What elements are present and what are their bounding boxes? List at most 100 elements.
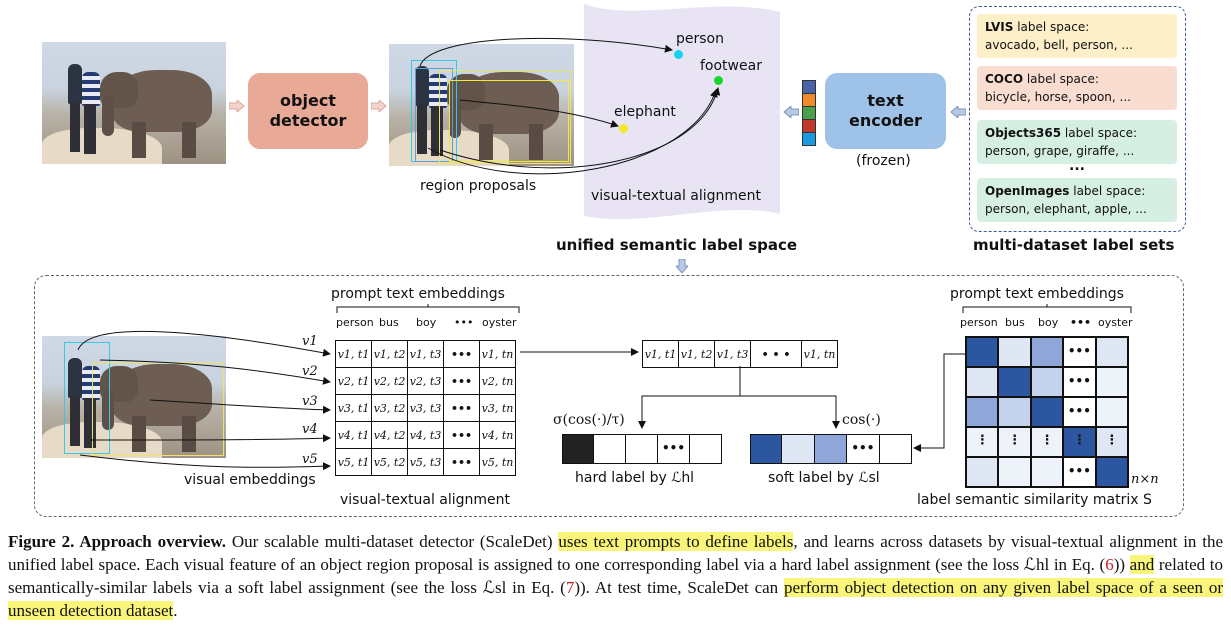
more-datasets-dots: ...	[1069, 158, 1085, 174]
soft-label-vector: •••	[750, 434, 912, 464]
grid-cell: v4, t3	[407, 421, 444, 449]
caption-title: Figure 2. Approach overview.	[8, 532, 227, 551]
column-headers: person bus boy ••• oyster	[336, 316, 520, 332]
equation-link[interactable]: 6	[1105, 555, 1114, 574]
proposal-image	[389, 44, 574, 166]
soft-label-caption: soft label by ℒsl	[768, 470, 880, 486]
mcol: person	[960, 316, 998, 329]
row-arrow	[520, 348, 639, 356]
equation-link[interactable]: 7	[565, 578, 575, 597]
grid-cell: v2, t3	[407, 367, 444, 395]
grid-cell: v2, tn	[479, 367, 516, 395]
matrix-bracket	[962, 304, 1132, 313]
grid-cell: v1, tn	[479, 340, 516, 368]
cos-label: cos(·)	[842, 412, 881, 428]
col-dots: •••	[454, 316, 474, 329]
matrix-caption: label semantic similarity matrix S	[917, 492, 1152, 508]
caption-text: Our scalable multi-dataset detector (Sca…	[226, 532, 559, 551]
vector-v4: v4	[302, 422, 318, 437]
row-cell: v1, t3	[714, 340, 751, 368]
input-image	[42, 42, 226, 164]
matrix-prompt-label: prompt text embeddings	[950, 286, 1124, 302]
grid-cell: v1, t1	[335, 340, 372, 368]
frozen-label: (frozen)	[856, 153, 911, 169]
hard-label-caption: hard label by ℒhl	[575, 470, 695, 486]
hard-label-vector: •••	[562, 434, 722, 464]
mcol: boy	[1038, 316, 1059, 329]
vector-v5: v5	[302, 452, 318, 467]
alignment-space	[584, 4, 780, 228]
row-cell: v1, t2	[678, 340, 715, 368]
object-detector-box: object detector	[248, 73, 368, 149]
figure-caption: Figure 2. Approach overview. Our scalabl…	[8, 530, 1223, 622]
coco-card: COCO label space:bicycle, horse, spoon, …	[977, 66, 1177, 110]
grid-cell: v3, t1	[335, 394, 372, 422]
region-proposals-label: region proposals	[420, 178, 537, 194]
caption-highlight: and	[1129, 555, 1155, 574]
matrix-size: n×n	[1131, 472, 1159, 487]
grid-cell: •••	[443, 421, 480, 449]
alignment-arrows	[419, 37, 721, 175]
text-encoder-box: text encoder	[825, 73, 946, 149]
arrow-icon	[228, 97, 245, 114]
caption-text: related to semantically-similar labels v…	[8, 555, 1224, 597]
branch-arrows	[638, 366, 840, 429]
row-cell: v1, tn	[801, 340, 838, 368]
grid-cell: v4, t1	[335, 421, 372, 449]
openimages-card: OpenImages label space:person, elephant,…	[977, 178, 1177, 222]
mcol: •••	[1070, 316, 1092, 329]
footwear-point-label: footwear	[700, 58, 762, 74]
bracket	[336, 304, 520, 313]
arrow-icon	[370, 97, 387, 114]
lvis-card: LVIS label space:avocado, bell, person, …	[977, 14, 1177, 58]
grid-cell: v1, t3	[407, 340, 444, 368]
vector-v1: v1	[302, 334, 318, 349]
grid-cell: v3, tn	[479, 394, 516, 422]
arrow-left-icon	[783, 103, 800, 120]
prompt-embeddings-label: prompt text embeddings	[331, 286, 505, 302]
grid-cell: •••	[443, 367, 480, 395]
elephant-point-label: elephant	[614, 104, 676, 120]
vector-v3: v3	[302, 394, 318, 409]
col-boy: boy	[416, 316, 437, 329]
grid-cell: v3, t2	[371, 394, 408, 422]
grid-cell: v2, t2	[371, 367, 408, 395]
mcol: bus	[1005, 316, 1025, 329]
caption-text: ))	[1113, 555, 1130, 574]
vector-v2: v2	[302, 364, 318, 379]
label-sets-panel	[969, 6, 1186, 232]
col-bus: bus	[379, 316, 399, 329]
matrix-arrow	[913, 353, 966, 452]
similarity-matrix: ••• ••• ••• ⋮⋮⋮⋮⋮ •••	[965, 336, 1129, 488]
arrow-left-icon	[950, 103, 967, 120]
grid-cell: •••	[443, 448, 480, 476]
objects365-card: Objects365 label space:person, grape, gi…	[977, 120, 1177, 164]
grid-cell: v3, t3	[407, 394, 444, 422]
visual-embeddings-label: visual embeddings	[184, 472, 316, 488]
col-person: person	[336, 316, 374, 329]
arrow-down-icon	[674, 258, 690, 274]
grid-cell: v2, t1	[335, 367, 372, 395]
elephant-point	[619, 124, 628, 133]
caption-text: )). At test time, ScaleDet can	[574, 578, 785, 597]
person-point-label: person	[676, 31, 724, 47]
grid-cell: v4, tn	[479, 421, 516, 449]
training-panel	[34, 275, 1184, 517]
grid-cell: v5, t1	[335, 448, 372, 476]
row-cell: v1, t1	[642, 340, 679, 368]
grid-cell: v4, t2	[371, 421, 408, 449]
embedding-arrows	[77, 330, 331, 471]
row-cell: • • •	[750, 340, 802, 368]
grid-cell: v5, t2	[371, 448, 408, 476]
grid-cell: v1, t2	[371, 340, 408, 368]
grid-cell: •••	[443, 394, 480, 422]
grid-cell: •••	[443, 340, 480, 368]
sigma-label: σ(cos(·)/τ)	[553, 412, 625, 428]
unified-space-label: unified semantic label space	[556, 236, 798, 254]
caption-highlight: uses text prompts to define labels	[558, 532, 794, 551]
